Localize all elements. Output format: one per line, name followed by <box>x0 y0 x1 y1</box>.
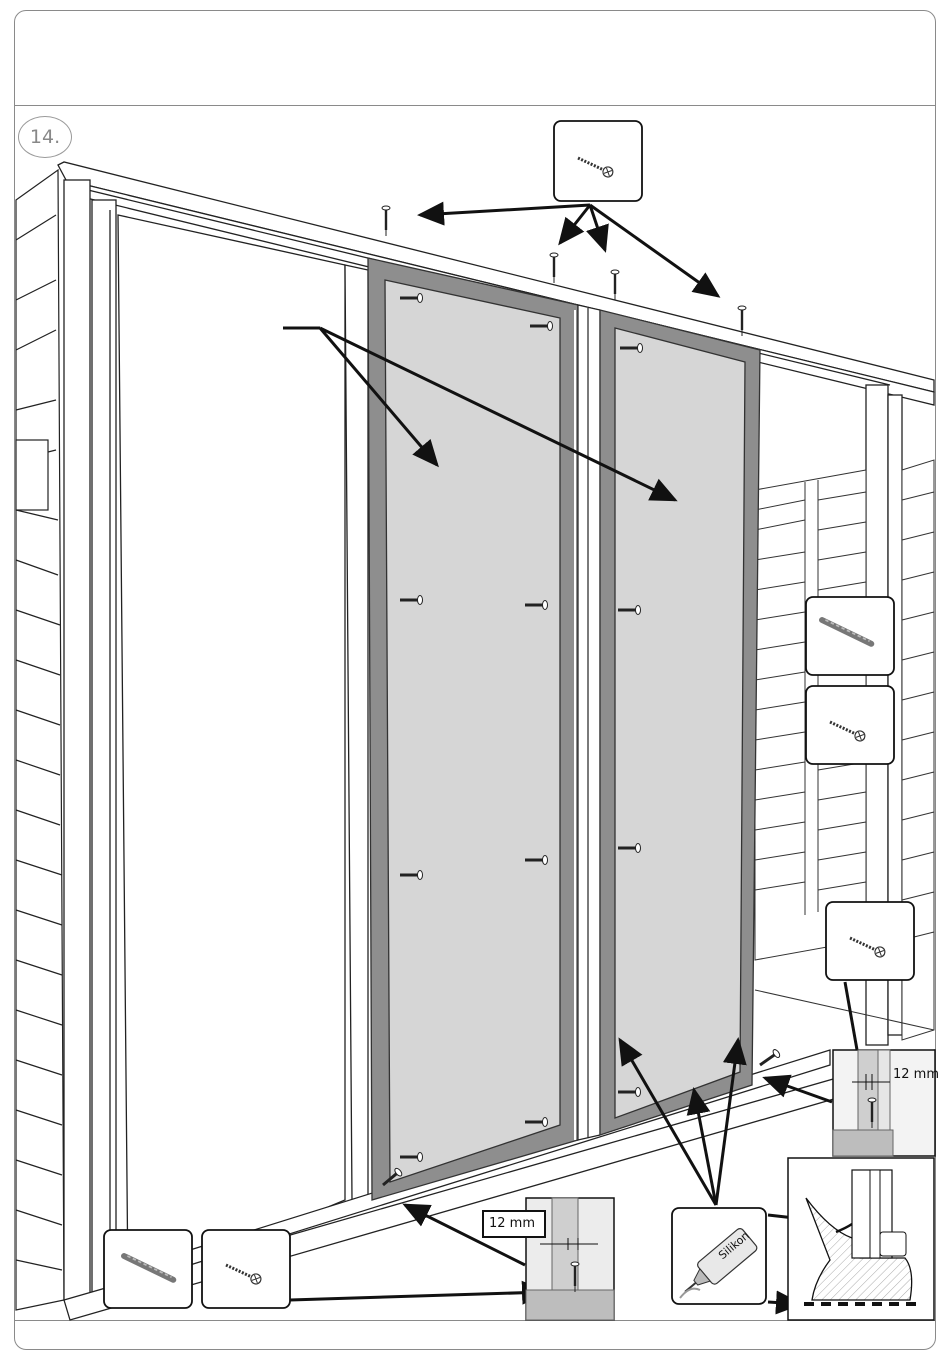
sealant-section-detail <box>788 1158 934 1320</box>
center-mullion <box>578 305 600 1140</box>
screw-icon-top <box>554 121 642 201</box>
left-wall <box>16 170 64 1310</box>
drill-bit-icon-right <box>806 597 894 675</box>
gap-label-bottom: 12 mm <box>489 1216 535 1231</box>
step-number: 14. <box>18 116 72 158</box>
detail-inset-right-gap <box>833 1050 935 1156</box>
screw-icon-right <box>806 686 894 764</box>
screw-icon-right-lower <box>826 902 914 980</box>
glass-panel-right <box>600 310 760 1135</box>
glass-panel-left <box>368 258 578 1200</box>
screw-icon-bottom <box>202 1230 290 1308</box>
gap-label-right: 12 mm <box>893 1067 939 1082</box>
drill-bit-icon-bottom <box>104 1230 192 1308</box>
